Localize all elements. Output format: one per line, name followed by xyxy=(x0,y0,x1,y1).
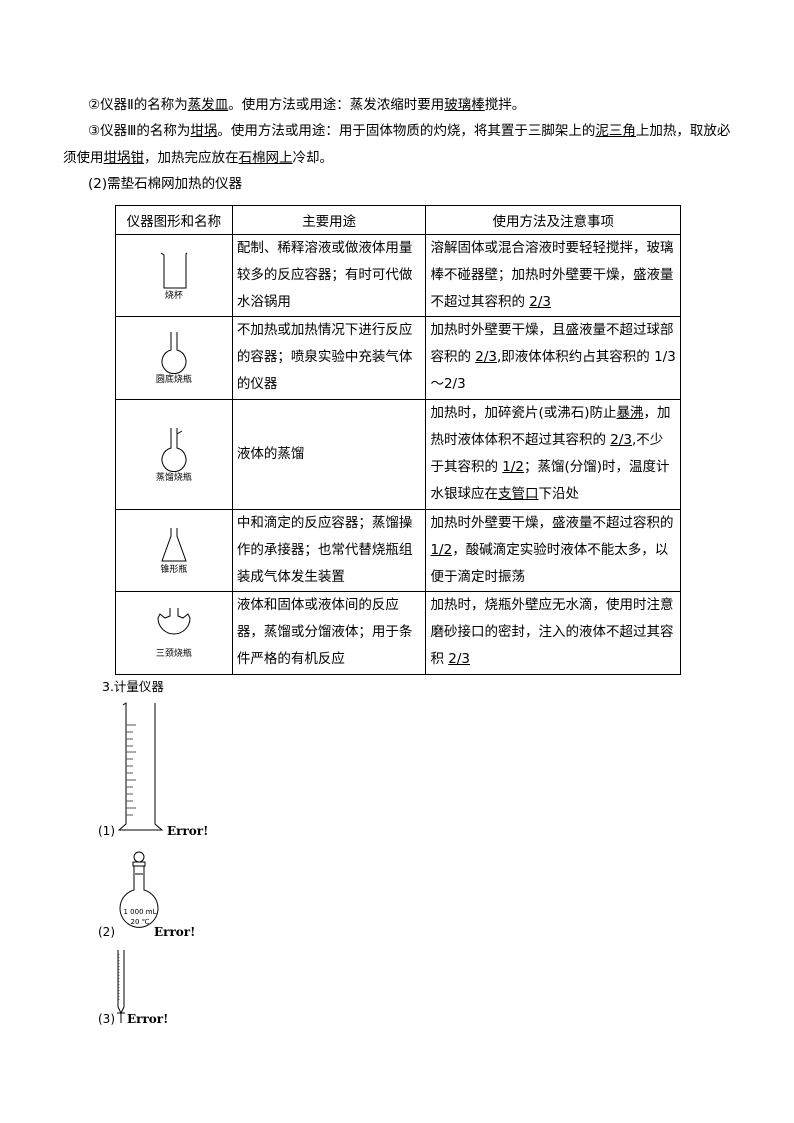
table-row: 三颈烧瓶 液体和固体或液体间的反应器，蒸馏或分馏液体；用于条件严格的有机反应 加… xyxy=(115,591,681,675)
item-number: (1) xyxy=(98,824,115,838)
flask-volume-label: 1 000 mL xyxy=(123,908,157,916)
text-segment: ②仪器Ⅱ的名称为 xyxy=(88,97,188,113)
text-segment: 配制、稀释溶液或做液体用量较多的反应容器；有时可代做水浴锅用 xyxy=(236,240,413,310)
error-field: Error! xyxy=(154,925,196,939)
instrument-cell: 圆底烧瓶 xyxy=(115,316,233,400)
use-cell: 中和滴定的反应容器；蒸馏操作的承接器；也常代替烧瓶组装成气体发生装置 xyxy=(231,509,427,592)
table-row: 烧杯 配制、稀释溶液或做液体用量较多的反应容器；有时可代做水浴锅用 溶解固体或混… xyxy=(115,234,681,317)
note-cell: 加热时，加碎瓷片(或沸石)防止暴沸，加热时液体体积不超过其容积的 2/3,不少于… xyxy=(425,399,681,510)
underlined-answer: 2/3 xyxy=(475,349,497,365)
header-cell: 主要用途 xyxy=(231,205,427,235)
paragraph-evaporating-dish: ②仪器Ⅱ的名称为蒸发皿。使用方法或用途：蒸发浓缩时要用玻璃棒搅拌。 xyxy=(63,92,743,119)
text-segment: 中和滴定的反应容器；蒸馏操作的承接器；也常代替烧瓶组装成气体发生装置 xyxy=(236,515,413,585)
text-segment: ,即液体体积约占其容积的 1/3～2/3 xyxy=(430,349,676,392)
text-segment: 。使用方法或用途：用于固体物质的灼烧，将其置于三脚架上的 xyxy=(217,123,596,139)
underlined-answer: 暴沸 xyxy=(616,405,644,421)
header-cell: 仪器图形和名称 xyxy=(115,205,233,235)
underlined-answer: 坩埚钳 xyxy=(103,149,145,166)
instrument-cell: 三颈烧瓶 xyxy=(115,591,233,675)
underlined-answer: 1/2 xyxy=(502,459,524,475)
underlined-answer: 2/3 xyxy=(610,432,632,448)
note-cell: 加热时外壁要干燥，盛液量不超过容积的 1/2，酸碱滴定实验时液体不能太多，以便于… xyxy=(425,509,681,592)
text-segment: 搅拌。 xyxy=(484,97,526,113)
item-number: (2) xyxy=(98,925,115,939)
underlined-answer: 2/3 xyxy=(448,651,470,667)
item-number: (3) xyxy=(98,1012,115,1026)
table-row: 圆底烧瓶 不加热或加热情况下进行反应的容器；喷泉实验中充装气体的仪器 加热时外壁… xyxy=(115,316,681,400)
instrument-name: 蒸馏烧瓶 xyxy=(155,472,192,483)
text-segment: 不加热或加热情况下进行反应的容器；喷泉实验中充装气体的仪器 xyxy=(236,322,413,392)
volumetric-flask-icon xyxy=(119,851,159,928)
instrument-cell: 蒸馏烧瓶 xyxy=(115,399,233,510)
error-field: Error! xyxy=(167,824,209,838)
text-segment: ，加热完应放在 xyxy=(144,149,239,166)
flask-temperature-label: 20 ℃ xyxy=(130,918,150,926)
text-segment: ；蒸馏(分馏)时，温度计水银球应在 xyxy=(430,459,670,502)
note-cell: 溶解固体或混合溶液时要轻轻搅拌，玻璃棒不碰器壁；加热时外壁要干燥，盛液量不超过其… xyxy=(425,234,681,317)
text-segment: 冷却。 xyxy=(292,149,334,166)
graduated-cylinder-icon xyxy=(118,702,164,831)
text-segment: ，加热时液体体积不超过其容积的 xyxy=(430,405,671,448)
use-cell: 液体和固体或液体间的反应器，蒸馏或分馏液体；用于条件严格的有机反应 xyxy=(231,591,427,675)
use-cell: 配制、稀释溶液或做液体用量较多的反应容器；有时可代做水浴锅用 xyxy=(231,234,427,317)
underlined-answer: 2/3 xyxy=(529,294,551,310)
underlined-answer: 1/2 xyxy=(430,542,453,558)
three-neck-flask-icon xyxy=(157,608,191,635)
text-segment: 上加热，取放必须使用 xyxy=(63,123,731,166)
underlined-answer: 支管口 xyxy=(497,486,539,502)
table-header-row: 仪器图形和名称 主要用途 使用方法及注意事项 xyxy=(115,205,681,235)
text-segment: 溶解固体或混合溶液时要轻轻搅拌，玻璃棒不碰器壁；加热时外壁要干燥，盛液量不超过其… xyxy=(430,240,674,310)
instrument-cell: 锥形瓶 xyxy=(115,509,233,592)
table-row: 锥形瓶 中和滴定的反应容器；蒸馏操作的承接器；也常代替烧瓶组装成气体发生装置 加… xyxy=(115,509,681,592)
text-segment: ,不少于其容积的 xyxy=(430,432,664,475)
text-segment: 液体和固体或液体间的反应器，蒸馏或分馏液体；用于条件严格的有机反应 xyxy=(236,597,413,667)
use-cell: 液体的蒸馏 xyxy=(231,399,427,510)
instrument-table: 仪器图形和名称 主要用途 使用方法及注意事项 烧杯 配制、稀释溶液或做液体用量较… xyxy=(115,205,681,675)
underlined-answer: 石棉网上 xyxy=(238,149,293,166)
burette-icon xyxy=(117,950,125,1023)
text-segment: 下沿处 xyxy=(538,486,579,502)
conical-flask-icon xyxy=(161,527,187,561)
header-cell: 使用方法及注意事项 xyxy=(425,205,681,235)
beaker-icon xyxy=(160,252,188,288)
instrument-name: 锥形瓶 xyxy=(160,564,188,575)
text-segment: 加热时，烧瓶外壁应无水滴，使用时注意磨砂接口的密封，注入的液体不超过其容积 xyxy=(430,597,674,667)
table-row: 蒸馏烧瓶 液体的蒸馏 加热时，加碎瓷片(或沸石)防止暴沸，加热时液体体积不超过其… xyxy=(115,399,681,510)
use-cell: 不加热或加热情况下进行反应的容器；喷泉实验中充装气体的仪器 xyxy=(231,316,427,400)
paragraph-crucible: ③仪器Ⅲ的名称为坩埚。使用方法或用途：用于固体物质的灼烧，将其置于三脚架上的泥三… xyxy=(63,118,743,171)
underlined-answer: 玻璃棒 xyxy=(444,97,485,113)
instrument-name: 三颈烧瓶 xyxy=(155,649,192,659)
text-segment: 加热时外壁要干燥，且盛液量不超过球部容积的 xyxy=(430,322,674,365)
round-bottom-flask-icon xyxy=(161,332,187,374)
instrument-cell: 烧杯 xyxy=(115,234,233,317)
instrument-name: 圆底烧瓶 xyxy=(155,375,192,385)
text-segment: (2)需垫石棉网加热的仪器 xyxy=(88,176,243,192)
underlined-answer: 蒸发皿 xyxy=(187,97,229,113)
text-segment: 加热时外壁要干燥，盛液量不超过容积的 xyxy=(430,515,674,531)
instrument-name: 烧杯 xyxy=(164,290,183,301)
note-cell: 加热时外壁要干燥，且盛液量不超过球部容积的 2/3,即液体体积约占其容积的 1/… xyxy=(425,316,681,400)
section-heading-asbestos-gauze: (2)需垫石棉网加热的仪器 xyxy=(63,171,743,198)
text-segment: 。使用方法或用途：蒸发浓缩时要用 xyxy=(228,97,445,113)
section-heading-measuring: 3.计量仪器 xyxy=(102,679,164,694)
error-field: Error! xyxy=(127,1012,169,1026)
note-cell: 加热时，烧瓶外壁应无水滴，使用时注意磨砂接口的密封，注入的液体不超过其容积 2/… xyxy=(425,591,681,675)
text-segment: 加热时，加碎瓷片(或沸石)防止 xyxy=(430,405,617,421)
distilling-flask-icon xyxy=(161,427,187,472)
text-segment: ③仪器Ⅲ的名称为 xyxy=(88,123,191,139)
underlined-answer: 泥三角 xyxy=(595,123,636,139)
underlined-answer: 坩埚 xyxy=(190,123,218,139)
text-segment: 液体的蒸馏 xyxy=(236,446,305,462)
text-segment: ，酸碱滴定实验时液体不能太多，以便于滴定时振荡 xyxy=(430,542,669,585)
